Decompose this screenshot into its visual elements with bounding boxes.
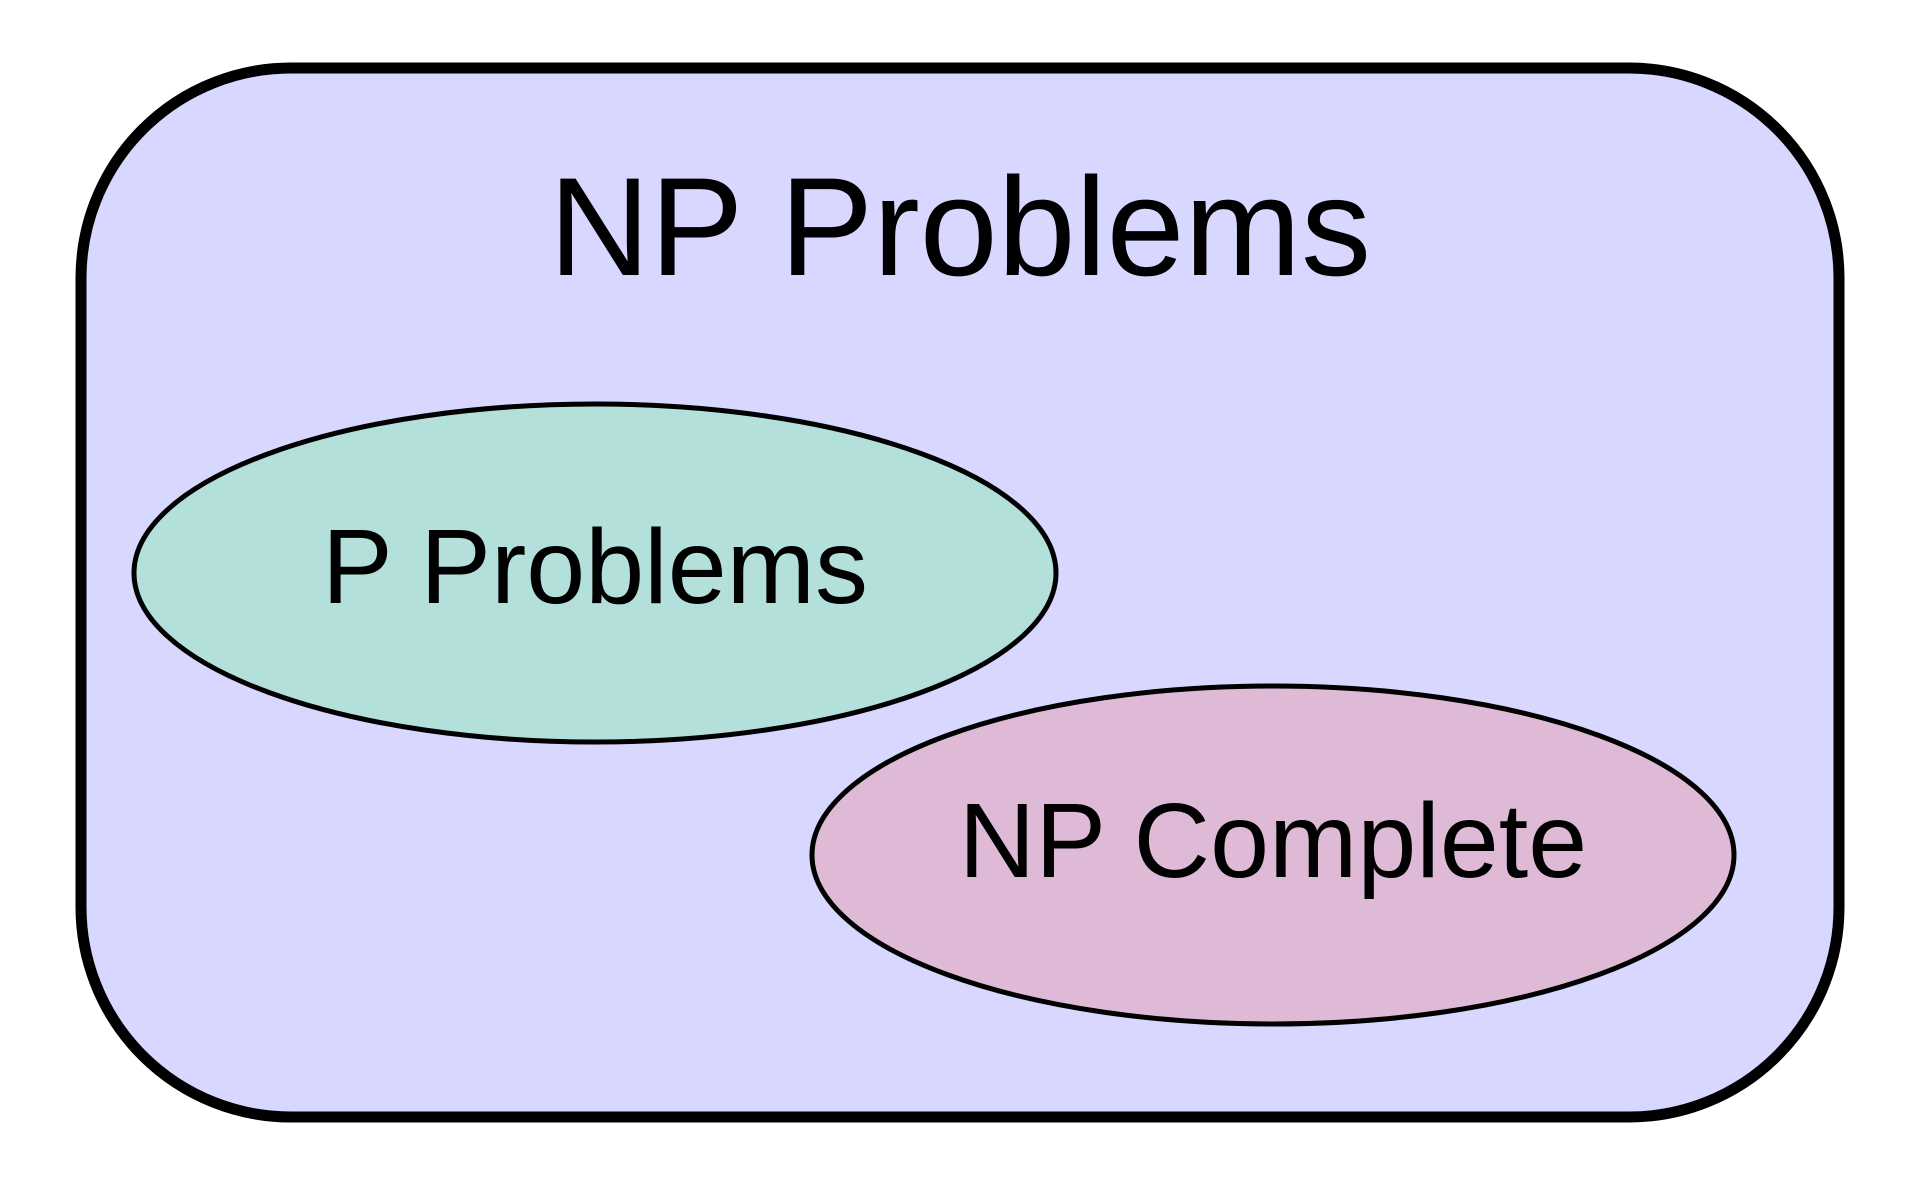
np-complete-label: NP Complete	[959, 782, 1587, 900]
np-problems-cluster-label: NP Problems	[549, 148, 1371, 305]
p-problems-ellipse	[131, 401, 1059, 745]
p-problems-node: P Problems	[131, 401, 1059, 745]
p-problems-label: P Problems	[322, 508, 868, 626]
np-complete-ellipse	[809, 683, 1737, 1027]
np-complete-node: NP Complete	[809, 683, 1737, 1027]
